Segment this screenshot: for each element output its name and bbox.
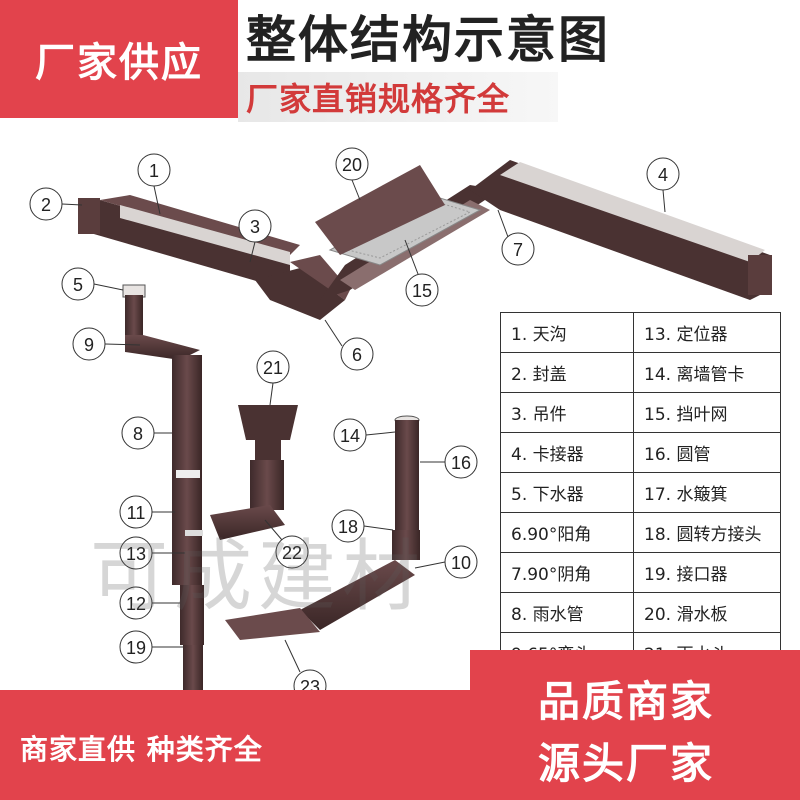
legend-cell: 2. 封盖 (500, 352, 634, 393)
svg-text:20: 20 (342, 155, 362, 175)
page-subtitle: 厂家直销规格齐全 (238, 72, 558, 122)
legend-cell: 16. 圆管 (633, 432, 781, 473)
svg-text:3: 3 (250, 217, 260, 237)
callout-5: 5 (61, 267, 95, 301)
callout-3: 3 (238, 209, 272, 243)
callout-11: 11 (119, 495, 153, 529)
svg-text:19: 19 (126, 638, 146, 658)
footer-right-line-2: 源头厂家 (538, 739, 715, 788)
callout-13: 13 (119, 536, 153, 570)
supply-badge: 厂家供应 (0, 0, 238, 118)
svg-text:15: 15 (412, 281, 432, 301)
svg-text:7: 7 (513, 240, 523, 260)
callout-12: 12 (119, 586, 153, 620)
svg-text:5: 5 (73, 275, 83, 295)
legend-cell: 14. 离墙管卡 (633, 352, 781, 393)
svg-text:8: 8 (133, 424, 143, 444)
svg-text:11: 11 (127, 503, 146, 523)
rain-hopper (210, 405, 298, 540)
page-title: 整体结构示意图 (246, 11, 610, 69)
legend-cell: 7.90°阴角 (500, 552, 634, 593)
callout-18: 18 (331, 509, 365, 543)
legend-cell: 6.90°阳角 (500, 512, 634, 553)
round-pipe-right (225, 415, 420, 640)
callout-19: 19 (119, 630, 153, 664)
callout-20: 20 (335, 147, 369, 181)
svg-text:18: 18 (338, 517, 358, 537)
legend-cell: 15. 挡叶网 (633, 392, 781, 433)
callout-6: 6 (340, 337, 374, 371)
svg-text:6: 6 (352, 345, 362, 365)
legend-cell: 19. 接口器 (633, 552, 781, 593)
legend-cell: 1. 天沟 (500, 312, 634, 353)
leader-lines (61, 179, 666, 673)
callout-21: 21 (256, 350, 290, 384)
callout-1: 1 (137, 153, 171, 187)
svg-text:14: 14 (340, 426, 360, 446)
slide-board (315, 165, 445, 255)
svg-text:16: 16 (451, 453, 471, 473)
callout-4: 4 (646, 157, 680, 191)
legend-cell: 5. 下水器 (500, 472, 634, 513)
svg-text:10: 10 (451, 553, 471, 573)
svg-text:21: 21 (263, 358, 283, 378)
gutter-left-run (78, 195, 300, 285)
svg-text:2: 2 (41, 195, 51, 215)
svg-text:9: 9 (84, 335, 94, 355)
callout-9: 9 (72, 327, 106, 361)
footer-right-panel (470, 650, 800, 800)
callout-22: 22 (275, 535, 309, 569)
callout-markers: 1 2 3 4 5 6 7 8 9 10 11 12 13 14 15 16 1… (29, 147, 680, 703)
callout-2: 2 (29, 187, 63, 221)
legend-cell: 18. 圆转方接头 (633, 512, 781, 553)
callout-8: 8 (121, 416, 155, 450)
footer-right-line-1: 品质商家 (538, 677, 715, 726)
svg-text:1: 1 (149, 161, 159, 181)
rain-pipe-left (122, 284, 204, 690)
watermark: 可成建材 (90, 532, 427, 622)
callout-7: 7 (501, 232, 535, 266)
footer-left-text: 商家直供 种类齐全 (20, 733, 263, 766)
svg-text:12: 12 (126, 594, 146, 614)
legend-cell: 8. 雨水管 (500, 592, 634, 633)
svg-text:13: 13 (126, 544, 146, 564)
svg-text:4: 4 (658, 165, 668, 185)
gutter-structure-diagram: 1 2 3 4 5 6 7 8 9 10 11 12 13 14 15 16 1… (29, 147, 772, 703)
legend-cell: 13. 定位器 (633, 312, 781, 353)
gutter-right-run (470, 160, 772, 300)
legend-cell: 17. 水簸箕 (633, 472, 781, 513)
legend-cell: 20. 滑水板 (633, 592, 781, 633)
legend-cell: 3. 吊件 (500, 392, 634, 433)
legend-cell: 4. 卡接器 (500, 432, 634, 473)
callout-14: 14 (333, 418, 367, 452)
callout-15: 15 (405, 273, 439, 307)
callout-10: 10 (444, 545, 478, 579)
svg-text:22: 22 (282, 543, 302, 563)
callout-16: 16 (444, 445, 478, 479)
